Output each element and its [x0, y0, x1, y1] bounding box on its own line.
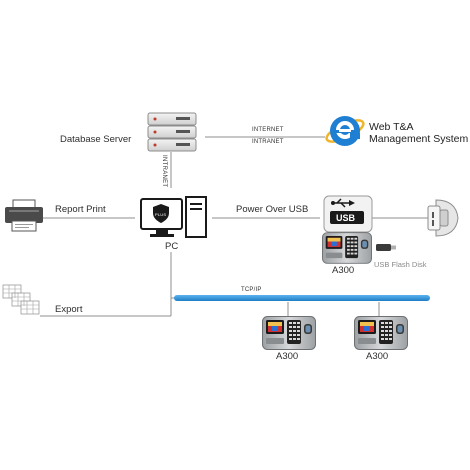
web-ta-title: Web T&A — [369, 121, 414, 133]
internet-label: INTERNET — [252, 127, 284, 133]
pc-label: PC — [165, 241, 179, 252]
a300-right-label: A300 — [366, 351, 389, 362]
desktop-pc-icon — [140, 196, 207, 238]
usb-flash-disk-icon — [376, 244, 396, 251]
internet-explorer-icon — [325, 116, 365, 146]
usb-symbol-icon — [323, 195, 373, 233]
a300-left-icon — [262, 316, 316, 350]
web-ta-subtitle: Management System — [369, 133, 469, 145]
spreadsheet-stack-icon — [2, 284, 40, 315]
a300-left-label: A300 — [276, 351, 299, 362]
monitor-logo-text: PLUS — [155, 212, 167, 217]
usb-badge-label: USB — [336, 213, 356, 223]
database-server-label: Database Server — [60, 134, 132, 145]
intranet-horizontal-label: INTRANET — [252, 139, 284, 145]
tcp-ip-bus — [174, 295, 430, 301]
time-attendance-terminal-icon — [322, 232, 372, 264]
usb-flash-disk-label: USB Flash Disk — [374, 260, 427, 269]
report-print-label: Report Print — [55, 204, 106, 215]
printer-icon — [5, 199, 43, 232]
server-stack-icon — [147, 112, 197, 152]
power-over-usb-label: Power Over USB — [236, 204, 309, 215]
a300-right-icon — [354, 316, 408, 350]
tcp-ip-label: TCP/IP — [241, 287, 262, 293]
a300-usb-label: A300 — [332, 265, 355, 276]
wall-outlet-icon — [427, 199, 459, 237]
intranet-vertical-label: INTRANET — [161, 155, 167, 188]
export-label: Export — [55, 304, 83, 315]
